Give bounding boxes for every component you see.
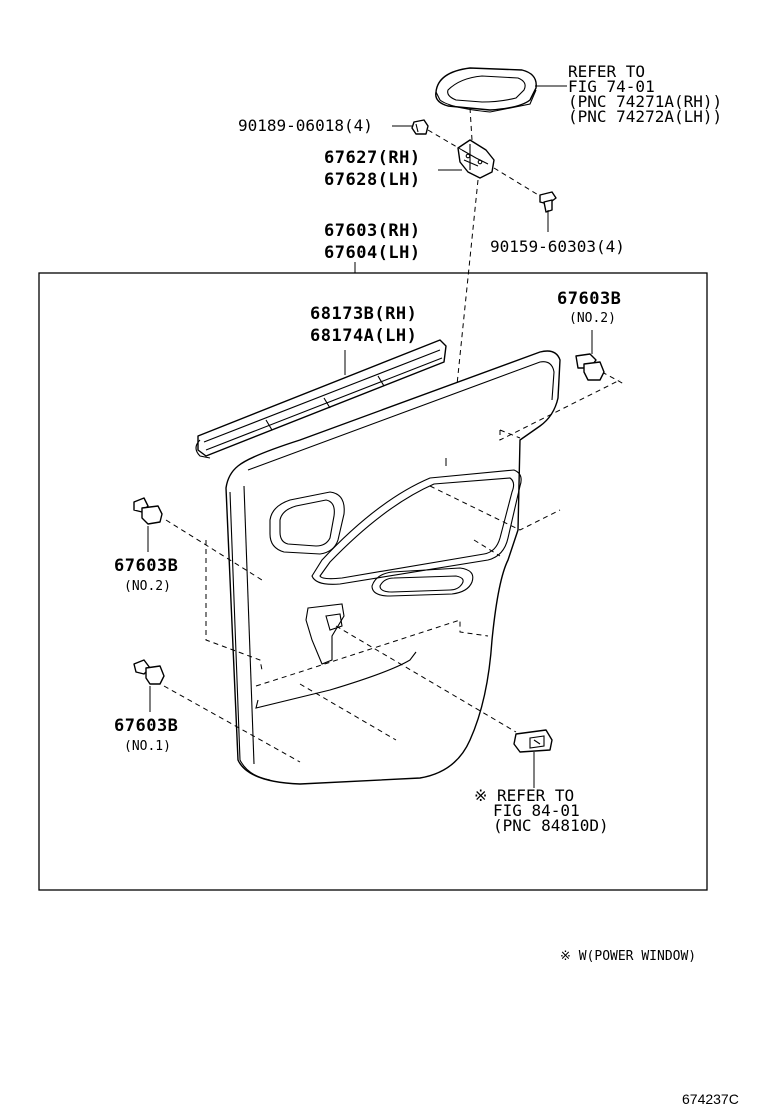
label-clip-no2-top: 67603B <box>557 289 621 309</box>
label-clip-no1-sub: (NO.1) <box>124 739 171 754</box>
label-clip-90189: 90189-06018(4) <box>238 116 373 135</box>
label-refer-fig74-3: (PNC 74271A(RH)) <box>568 92 722 111</box>
label-weatherstrip-lh: 68174A(LH) <box>310 326 417 346</box>
label-weatherstrip-rh: 68173B(RH) <box>310 304 417 324</box>
label-refer-fig84-3: (PNC 84810D) <box>493 816 609 835</box>
bracket-part <box>457 139 495 179</box>
label-bracket-lh: 67628(LH) <box>324 170 421 190</box>
label-board-lh: 67604(LH) <box>324 243 421 263</box>
label-footnote: ※ W(POWER WINDOW) <box>560 949 696 964</box>
label-clip-no1: 67603B <box>114 716 178 736</box>
clip-no2-left-part <box>133 497 163 525</box>
armrest-handle-part <box>435 67 537 113</box>
label-bracket-rh: 67627(RH) <box>324 148 421 168</box>
label-clip-no2-top-sub: (NO.2) <box>569 311 616 326</box>
clip-no2-top-part <box>575 353 605 381</box>
screw-90159-part <box>539 191 557 213</box>
label-board-rh: 67603(RH) <box>324 221 421 241</box>
label-clip-no2-left-sub: (NO.2) <box>124 579 171 594</box>
figure-code: 674237C <box>682 1091 739 1107</box>
label-screw-90159: 90159-60303(4) <box>490 237 625 256</box>
assembly-frame <box>38 272 708 891</box>
power-window-switch-part <box>513 729 553 753</box>
clip-90189-part <box>411 119 429 135</box>
weatherstrip-part <box>195 339 447 459</box>
label-refer-fig74-2: FIG 74-01 <box>568 77 655 96</box>
label-refer-fig74-4: (PNC 74272A(LH)) <box>568 107 722 126</box>
label-refer-fig84-1: ※ REFER TO <box>474 786 574 805</box>
door-trim-board-part <box>225 350 561 785</box>
label-refer-fig84-2: FIG 84-01 <box>493 801 580 820</box>
clip-no1-part <box>133 659 165 685</box>
label-clip-no2-left: 67603B <box>114 556 178 576</box>
label-refer-fig74-1: REFER TO <box>568 62 645 81</box>
